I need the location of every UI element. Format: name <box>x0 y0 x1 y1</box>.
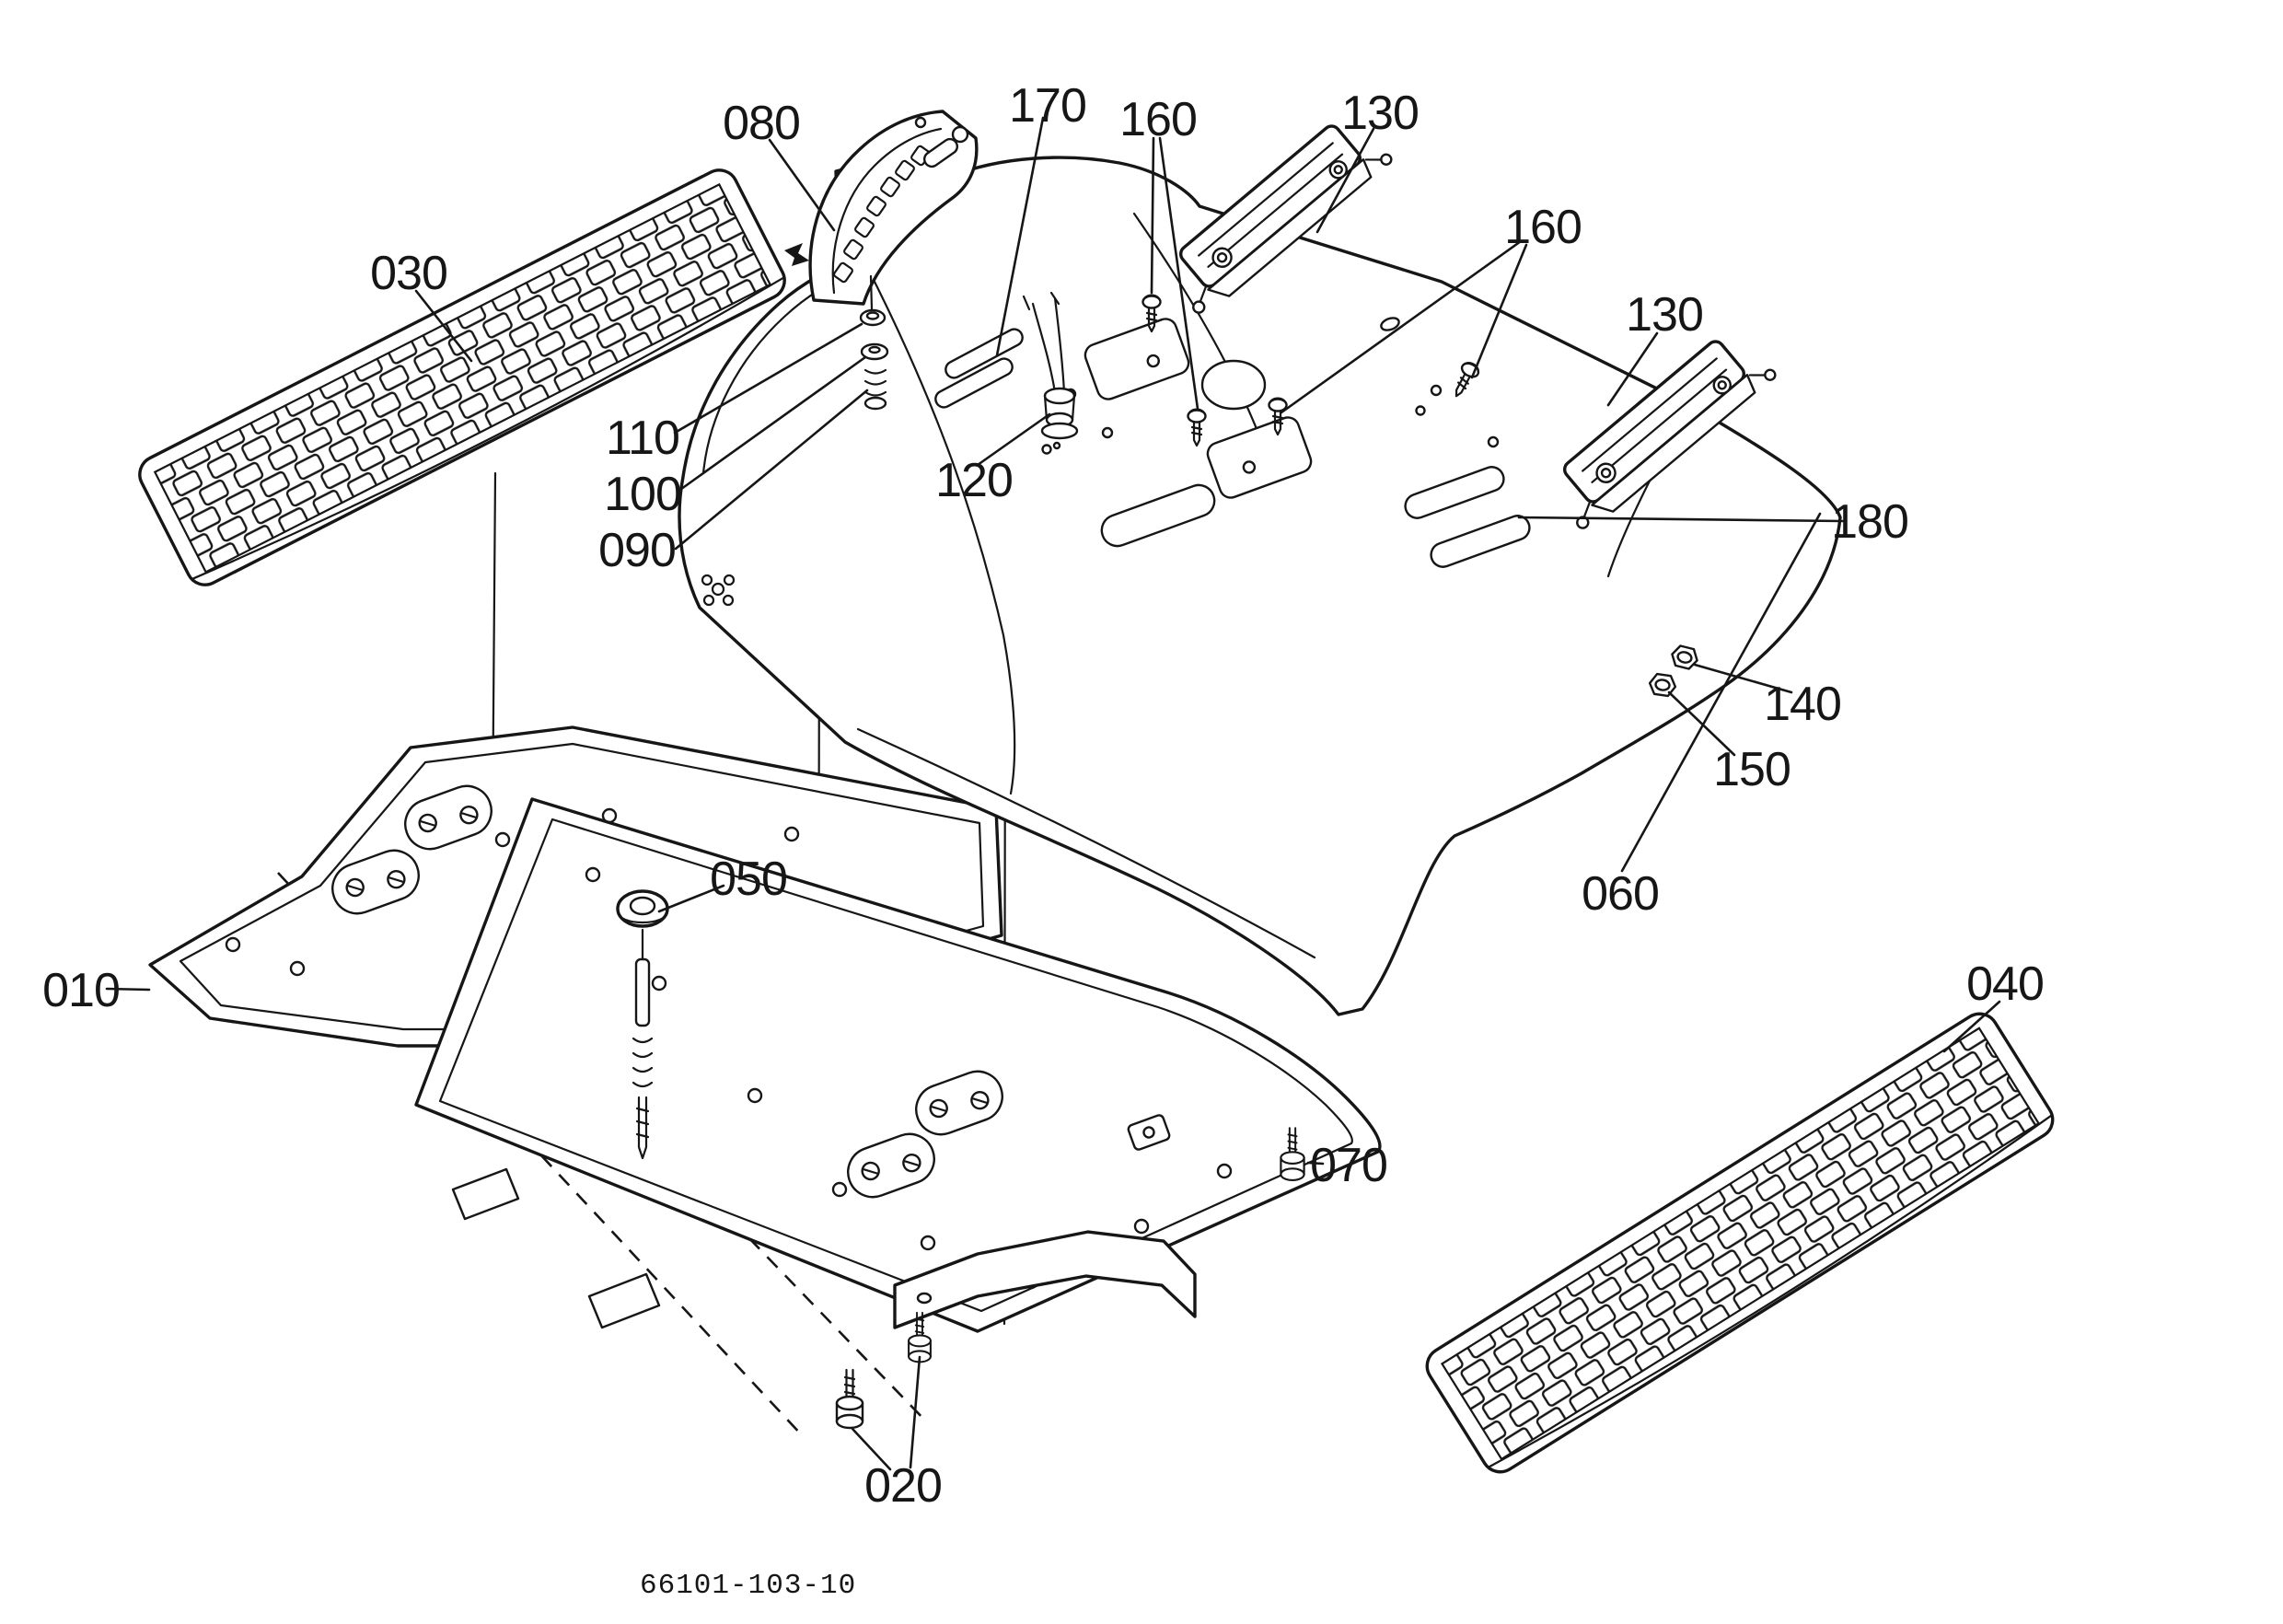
callout-170-18: 170 <box>1009 79 1086 133</box>
callout-070-6: 070 <box>1310 1139 1387 1192</box>
direction-arrow-mark <box>784 243 809 266</box>
leader-line-040 <box>1942 1000 2001 1053</box>
callout-160-16: 160 <box>1119 93 1197 146</box>
leader-line-020 <box>851 1427 892 1471</box>
leader-line-110 <box>673 322 863 435</box>
leader-line-150 <box>1667 690 1736 757</box>
leader-line-180 <box>1517 516 1845 523</box>
callout-100-9: 100 <box>604 468 681 521</box>
callout-140-14: 140 <box>1764 678 1841 731</box>
callout-050-4: 050 <box>710 853 787 906</box>
leader-line-060 <box>1620 512 1822 873</box>
callout-010-0: 010 <box>42 964 120 1017</box>
rubber-strips <box>934 328 1024 409</box>
bolt-020-a <box>835 1368 864 1430</box>
leader-line-140 <box>1693 663 1793 694</box>
callout-040-3: 040 <box>1966 957 2044 1011</box>
callout-130-13: 130 <box>1626 288 1703 342</box>
leader-line-010 <box>105 987 151 992</box>
leader-line-020 <box>909 1355 921 1469</box>
figure-part-number: 66101-103-10 <box>640 1570 856 1602</box>
callout-150-15: 150 <box>1713 743 1790 796</box>
callout-090-8: 090 <box>598 524 676 577</box>
leader-line-120 <box>976 412 1051 467</box>
center-floor-plate <box>414 797 1382 1333</box>
leader-lines <box>105 116 2001 1471</box>
leader-line-160 <box>1158 136 1199 411</box>
leader-line-100 <box>676 355 867 493</box>
frame-rail-pads <box>451 1167 661 1329</box>
callout-020-1: 020 <box>864 1459 942 1513</box>
leader-line-090 <box>674 389 869 551</box>
washer-spring-stack <box>859 274 889 411</box>
callout-030-2: 030 <box>370 247 447 300</box>
leader-line-050 <box>657 884 725 913</box>
brand-logo <box>701 574 736 607</box>
leader-line-160 <box>1470 243 1528 379</box>
leader-line-160 <box>1280 239 1523 414</box>
leader-line-170 <box>995 116 1045 357</box>
callout-060-5: 060 <box>1582 867 1659 921</box>
leader-line-130 <box>1606 331 1659 407</box>
right-step-tread <box>1419 1005 2068 1491</box>
leader-line-080 <box>768 138 836 232</box>
mount-grommet-and-stud <box>616 889 669 1160</box>
leader-line-030 <box>414 289 473 363</box>
callout-110-10: 110 <box>606 412 679 465</box>
callout-080-7: 080 <box>723 97 800 150</box>
callout-130-12: 130 <box>1341 87 1419 140</box>
leader-line-070 <box>1306 1161 1325 1166</box>
leader-line-160 <box>1150 136 1155 295</box>
callout-180-19: 180 <box>1831 495 1908 549</box>
console-panel <box>784 110 979 306</box>
callout-120-11: 120 <box>935 454 1013 507</box>
wiring-grommet <box>1022 291 1079 450</box>
callout-160-17: 160 <box>1504 201 1582 254</box>
leader-line-130 <box>1315 127 1375 234</box>
support-bracket <box>893 1230 1197 1329</box>
